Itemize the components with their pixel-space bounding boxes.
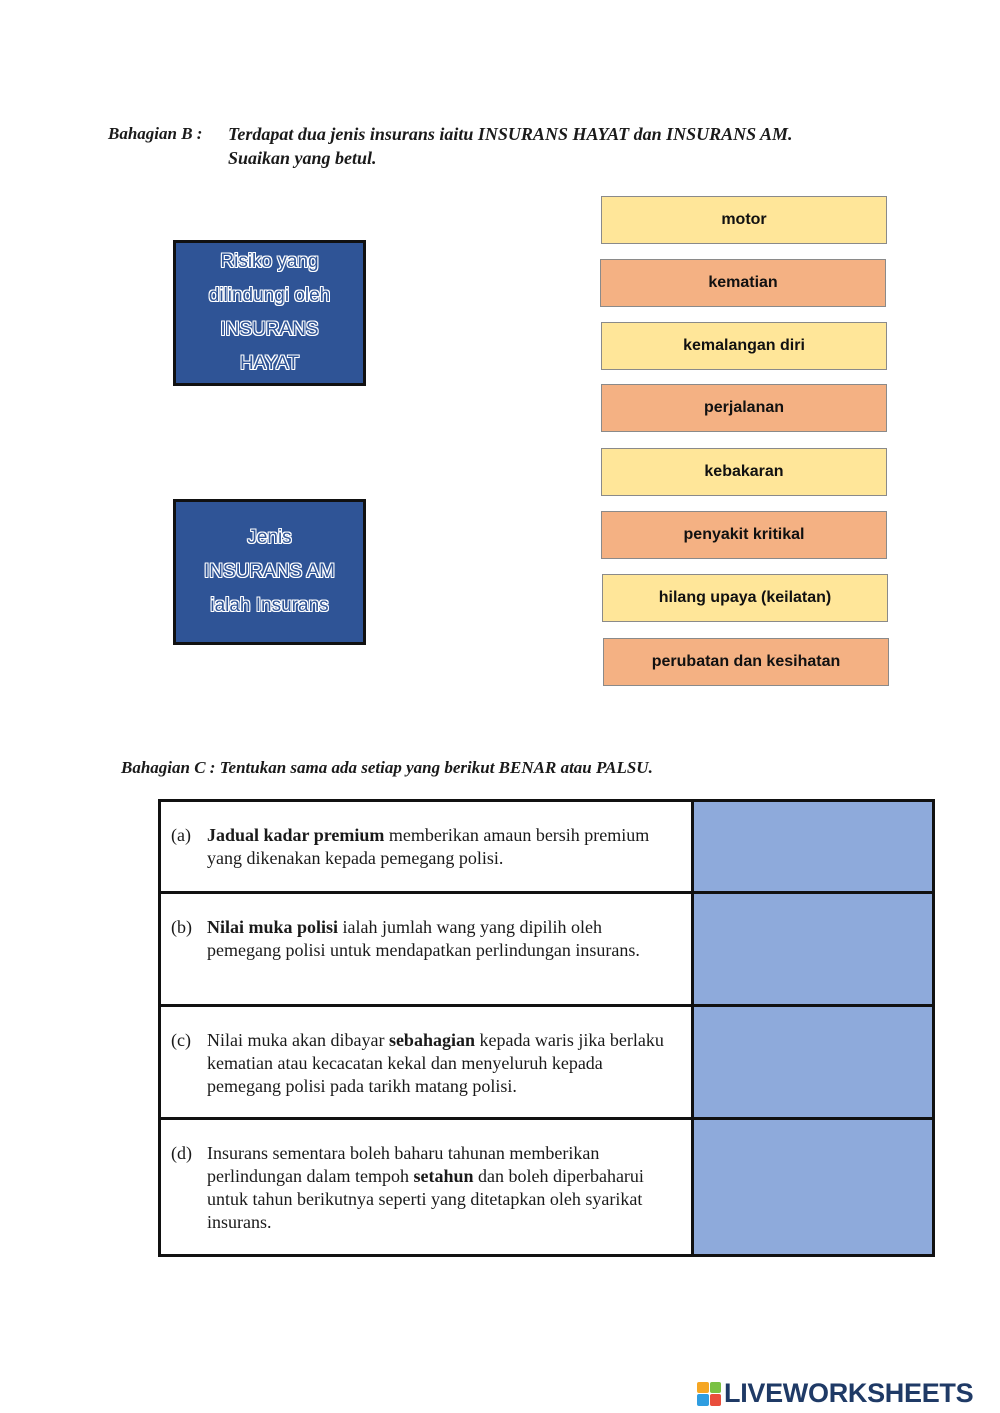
answer-field-d[interactable] [691,1117,935,1257]
target-am-line1: Jenis [247,527,292,548]
question-cell-a: (a) Jadual kadar premium memberikan amau… [157,799,695,894]
drop-target-insurans-hayat[interactable]: Risiko yang dilindungi oleh INSURANS HAY… [173,240,366,386]
table-row: (c) Nilai muka akan dibayar sebahagian k… [157,1004,935,1120]
question-label: (b) [171,917,192,937]
question-keyword: Nilai muka polisi [207,917,339,937]
answer-field-c[interactable] [691,1004,935,1120]
question-text: Nilai muka polisi ialah jumlah wang yang… [207,917,640,960]
target-hayat-line4: HAYAT [239,353,300,374]
answer-input-c[interactable] [694,1008,932,1023]
answer-input-a[interactable] [694,803,932,818]
question-text: Jadual kadar premium memberikan amaun be… [207,825,650,868]
drag-tile-perubatan-kesihatan[interactable]: perubatan dan kesihatan [603,638,889,686]
question-label: (a) [171,825,191,845]
section-c-instruction: Bahagian C : Tentukan sama ada setiap ya… [121,758,653,777]
question-text: Insurans sementara boleh baharu tahunan … [207,1143,644,1232]
table-row: (b) Nilai muka polisi ialah jumlah wang … [157,891,935,1007]
drag-tile-motor[interactable]: motor [601,196,887,244]
question-cell-b: (b) Nilai muka polisi ialah jumlah wang … [157,891,695,1007]
section-b-label: Bahagian B : [108,124,203,143]
section-b-instruction-line2: Suaikan yang betul. [228,148,377,168]
drag-tile-kebakaran[interactable]: kebakaran [601,448,887,496]
drag-tile-perjalanan[interactable]: perjalanan [601,384,887,432]
target-hayat-line1: Risiko yang [220,251,319,272]
question-keyword: setahun [413,1166,474,1186]
target-am-line2: INSURANS AM [204,561,335,582]
drag-tile-penyakit-kritikal[interactable]: penyakit kritikal [601,511,887,559]
answer-field-b[interactable] [691,891,935,1007]
true-false-table: (a) Jadual kadar premium memberikan amau… [157,799,935,1257]
drag-tile-hilang-upaya[interactable]: hilang upaya (keilatan) [602,574,888,622]
liveworksheets-logo: LIVEWORKSHEETS [697,1378,974,1409]
answer-input-b[interactable] [694,895,932,910]
liveworksheets-logo-icon [697,1381,721,1406]
drag-tile-kemalangan-diri[interactable]: kemalangan diri [601,322,887,370]
question-cell-c: (c) Nilai muka akan dibayar sebahagian k… [157,1004,695,1120]
target-am-line3: ialah Insurans [210,595,329,616]
drop-target-insurans-am[interactable]: Jenis INSURANS AM ialah Insurans [173,499,366,645]
section-b-instruction: Terdapat dua jenis insurans iaitu INSURA… [228,122,928,170]
question-cell-d: (d) Insurans sementara boleh baharu tahu… [157,1117,695,1257]
question-label: (d) [171,1143,192,1163]
question-keyword: Jadual kadar premium [207,825,385,845]
table-row: (d) Insurans sementara boleh baharu tahu… [157,1117,935,1257]
section-b-instruction-line1: Terdapat dua jenis insurans iaitu INSURA… [228,124,793,144]
question-keyword: sebahagian [388,1030,475,1050]
question-text: Nilai muka akan dibayar sebahagian kepad… [207,1030,664,1096]
answer-field-a[interactable] [691,799,935,894]
drag-tile-kematian[interactable]: kematian [600,259,886,307]
answer-input-d[interactable] [694,1121,932,1136]
target-hayat-line2: dilindungi oleh [208,285,331,306]
table-row: (a) Jadual kadar premium memberikan amau… [157,799,935,894]
question-label: (c) [171,1030,191,1050]
target-hayat-line3: INSURANS [220,319,319,340]
logo-text: LIVEWORKSHEETS [724,1378,974,1408]
